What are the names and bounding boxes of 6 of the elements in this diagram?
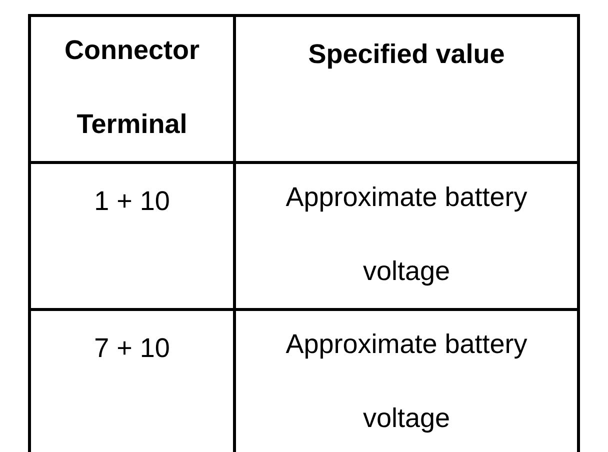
terminal-text: 7 + 10	[94, 332, 170, 365]
column-header: Specified value	[308, 38, 505, 71]
value-text: Approximate battery voltage	[284, 181, 528, 288]
terminal-text: 1 + 10	[94, 185, 170, 218]
column-header: Connector Terminal	[64, 34, 200, 141]
value-text: Approximate battery voltage	[284, 328, 528, 435]
